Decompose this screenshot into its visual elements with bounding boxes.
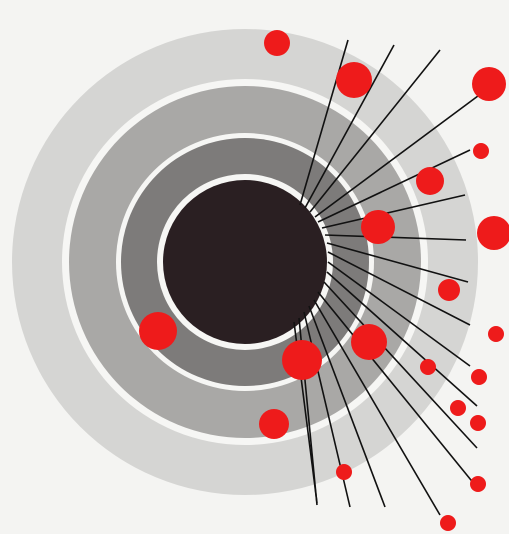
red-dot-15 <box>450 400 466 416</box>
red-dot-11 <box>282 340 322 380</box>
red-dot-19 <box>470 476 486 492</box>
red-dot-9 <box>139 312 177 350</box>
red-dot-4 <box>473 143 489 159</box>
red-dot-14 <box>471 369 487 385</box>
rings-group <box>12 29 478 495</box>
red-dot-3 <box>472 67 506 101</box>
red-dot-18 <box>336 464 352 480</box>
red-dot-13 <box>420 359 436 375</box>
red-dot-20 <box>440 515 456 531</box>
red-dot-2 <box>336 62 372 98</box>
red-dot-17 <box>470 415 486 431</box>
red-dot-1 <box>264 30 290 56</box>
red-dot-5 <box>416 167 444 195</box>
red-dot-12 <box>488 326 504 342</box>
red-dot-8 <box>438 279 460 301</box>
red-dot-16 <box>259 409 289 439</box>
red-dot-6 <box>361 210 395 244</box>
red-dot-10 <box>351 324 387 360</box>
core-circle <box>163 180 327 344</box>
